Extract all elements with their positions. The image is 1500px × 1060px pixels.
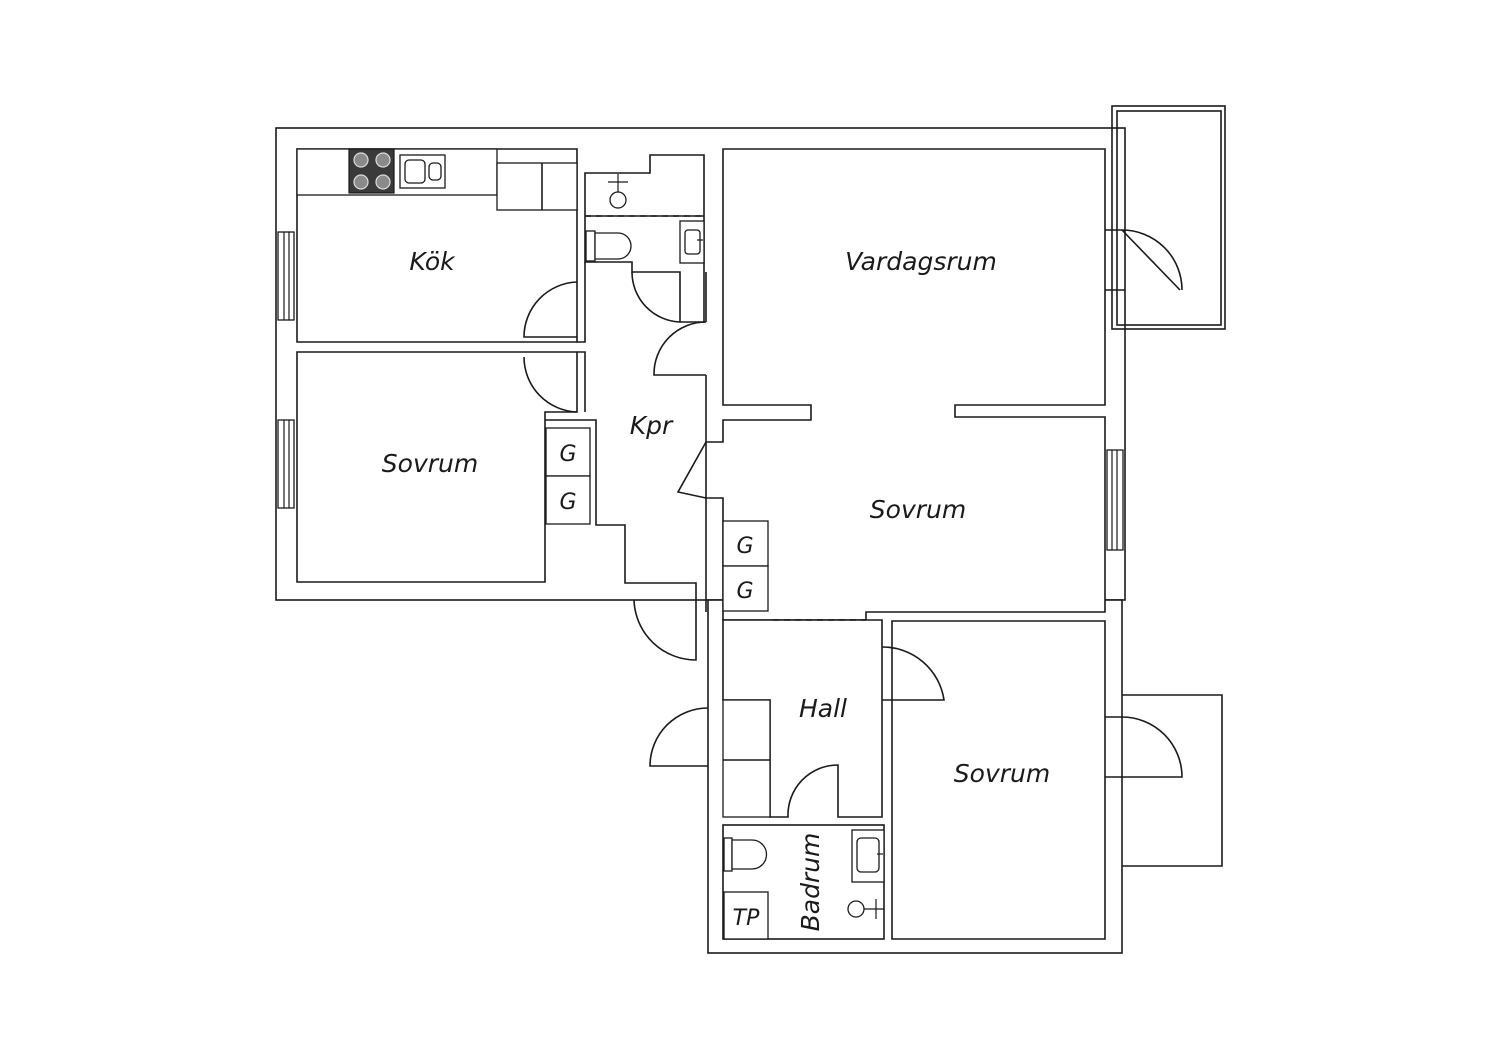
closets-west — [545, 427, 591, 525]
sink-icon — [399, 154, 446, 189]
label-sovrum-southeast: Sovrum — [954, 759, 1050, 788]
room-kitchen — [296, 148, 578, 343]
shower-icon — [847, 899, 884, 919]
label-vardagsrum: Vardagsrum — [845, 247, 997, 276]
hall-closet — [722, 699, 771, 818]
room-bedroom-southeast — [891, 620, 1106, 940]
closets-center — [722, 520, 769, 612]
balcony-south — [1122, 694, 1223, 867]
kitchen-counter — [296, 148, 498, 196]
closet-label-g1: G — [559, 442, 576, 467]
room-bathroom — [722, 824, 885, 940]
label-sovrum-center: Sovrum — [870, 495, 966, 524]
label-badrum: Badrum — [796, 833, 825, 932]
label-kok: Kök — [409, 247, 456, 276]
stove-icon — [348, 148, 395, 194]
windows — [277, 231, 1124, 551]
toilet-icon — [585, 230, 632, 262]
washbasin-icon — [679, 220, 705, 264]
balcony-north — [1111, 105, 1226, 330]
label-hall: Hall — [799, 694, 847, 723]
doors — [523, 229, 1183, 778]
closet-label-tp: TP — [733, 906, 760, 931]
label-sovrum-west: Sovrum — [382, 449, 478, 478]
kitchen-cabinet — [496, 162, 578, 211]
closet-label-g3: G — [736, 534, 753, 559]
label-kpr: Kpr — [630, 411, 674, 440]
closet-label-g4: G — [736, 579, 753, 604]
tp-closet — [723, 891, 769, 940]
shower-icon — [608, 174, 628, 209]
room-hall — [722, 619, 883, 818]
room-labels: Kök Vardagsrum Sovrum Kpr Sovrum Hall So… — [382, 247, 1050, 931]
closet-labels: G G G G TP — [559, 442, 760, 931]
closet-label-g2: G — [559, 490, 576, 515]
washbasin-icon — [851, 829, 885, 883]
corridor-walls — [545, 262, 866, 621]
room-wc-north — [584, 154, 705, 323]
toilet-icon — [723, 837, 768, 872]
